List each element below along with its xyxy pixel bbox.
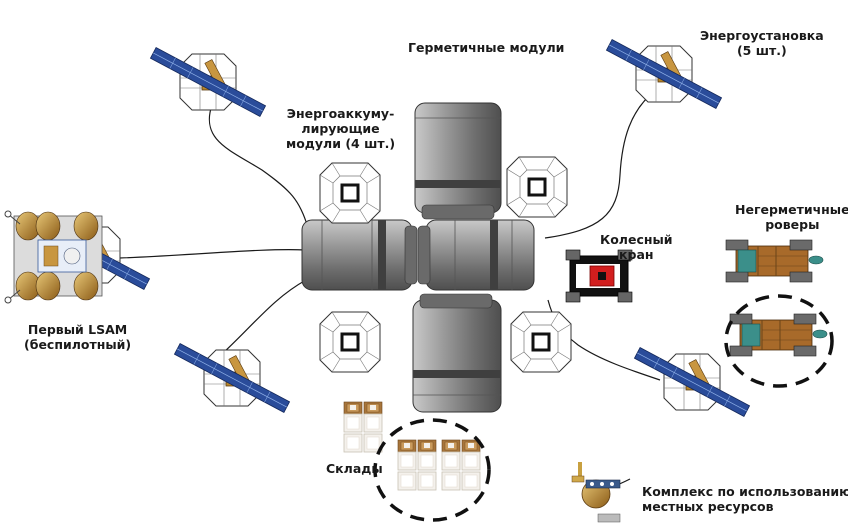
warehouse-enclosure bbox=[373, 418, 491, 522]
label-rovers-line1: Негерметичные bbox=[735, 202, 848, 217]
label-energy-storage-line2: лирующие bbox=[301, 121, 380, 136]
warehouses-main-stack bbox=[397, 439, 481, 491]
rover bbox=[725, 239, 824, 283]
label-energy-storage-line3: модули (4 шт.) bbox=[286, 136, 396, 151]
label-first-lsam: Первый LSAM (беспилотный) bbox=[24, 322, 131, 352]
label-warehouses: Склады bbox=[326, 461, 383, 476]
label-unpressurized-rovers: Негерметичные роверы bbox=[735, 202, 848, 232]
pressurized-module-top bbox=[414, 102, 502, 220]
lsam-lander bbox=[4, 210, 103, 304]
label-energy-storage-line1: Энергоаккуму- bbox=[286, 106, 395, 121]
label-power-plant-line2: (5 шт.) bbox=[736, 43, 787, 58]
label-rovers-line2: роверы bbox=[765, 217, 820, 232]
label-crane-line1: Колесный bbox=[600, 232, 673, 247]
isru-complex bbox=[571, 462, 621, 523]
power-unit bbox=[149, 47, 267, 117]
pressurized-module-right bbox=[417, 219, 535, 291]
label-energy-storage: Энергоаккуму- лирующие модули (4 шт.) bbox=[286, 106, 395, 151]
label-power-plant-line1: Энергоустановка bbox=[700, 28, 824, 43]
label-lsam-line1: Первый LSAM bbox=[27, 322, 128, 337]
wheeled-crane bbox=[565, 249, 633, 303]
label-wheeled-crane: Колесный кран bbox=[600, 232, 673, 262]
pressurized-module-left bbox=[301, 219, 418, 291]
rover bbox=[729, 313, 828, 357]
energy-storage-module bbox=[509, 310, 573, 374]
energy-storage-module bbox=[505, 155, 569, 219]
label-isru-line1: Комплекс по использованию bbox=[642, 484, 848, 499]
power-unit bbox=[633, 347, 751, 417]
energy-storage-module bbox=[318, 161, 382, 225]
label-isru-complex: Комплекс по использованию местных ресурс… bbox=[642, 484, 848, 514]
label-crane-line2: кран bbox=[619, 247, 654, 262]
label-pressurized-modules: Герметичные модули bbox=[408, 40, 565, 55]
label-lsam-line2: (беспилотный) bbox=[24, 337, 132, 352]
label-isru-line2: местных ресурсов bbox=[642, 499, 774, 514]
power-unit bbox=[173, 343, 291, 413]
warehouses-small-stack bbox=[343, 401, 383, 453]
label-power-plant: Энергоустановка (5 шт.) bbox=[700, 28, 824, 58]
energy-storage-module bbox=[318, 310, 382, 374]
rover-enclosure bbox=[724, 294, 834, 388]
pressurized-module-bottom bbox=[412, 293, 502, 413]
